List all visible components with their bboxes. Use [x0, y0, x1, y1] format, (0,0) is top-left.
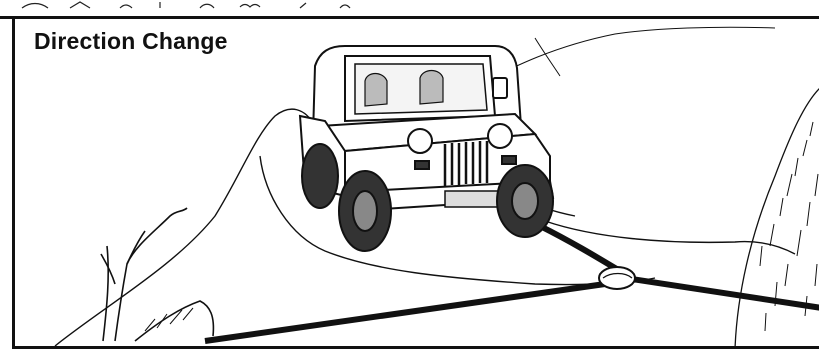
- tree-stump: [101, 208, 213, 341]
- cropped-text-fragment: [0, 0, 819, 10]
- direction-change-illustration: [15, 16, 819, 349]
- illustration-panel: Direction Change: [12, 16, 819, 349]
- rock-face: [735, 86, 819, 349]
- winch-cable: [205, 226, 819, 341]
- jeep-illustration: [300, 46, 553, 251]
- jeep-grille: [445, 141, 487, 186]
- snatch-block-icon: [599, 267, 635, 289]
